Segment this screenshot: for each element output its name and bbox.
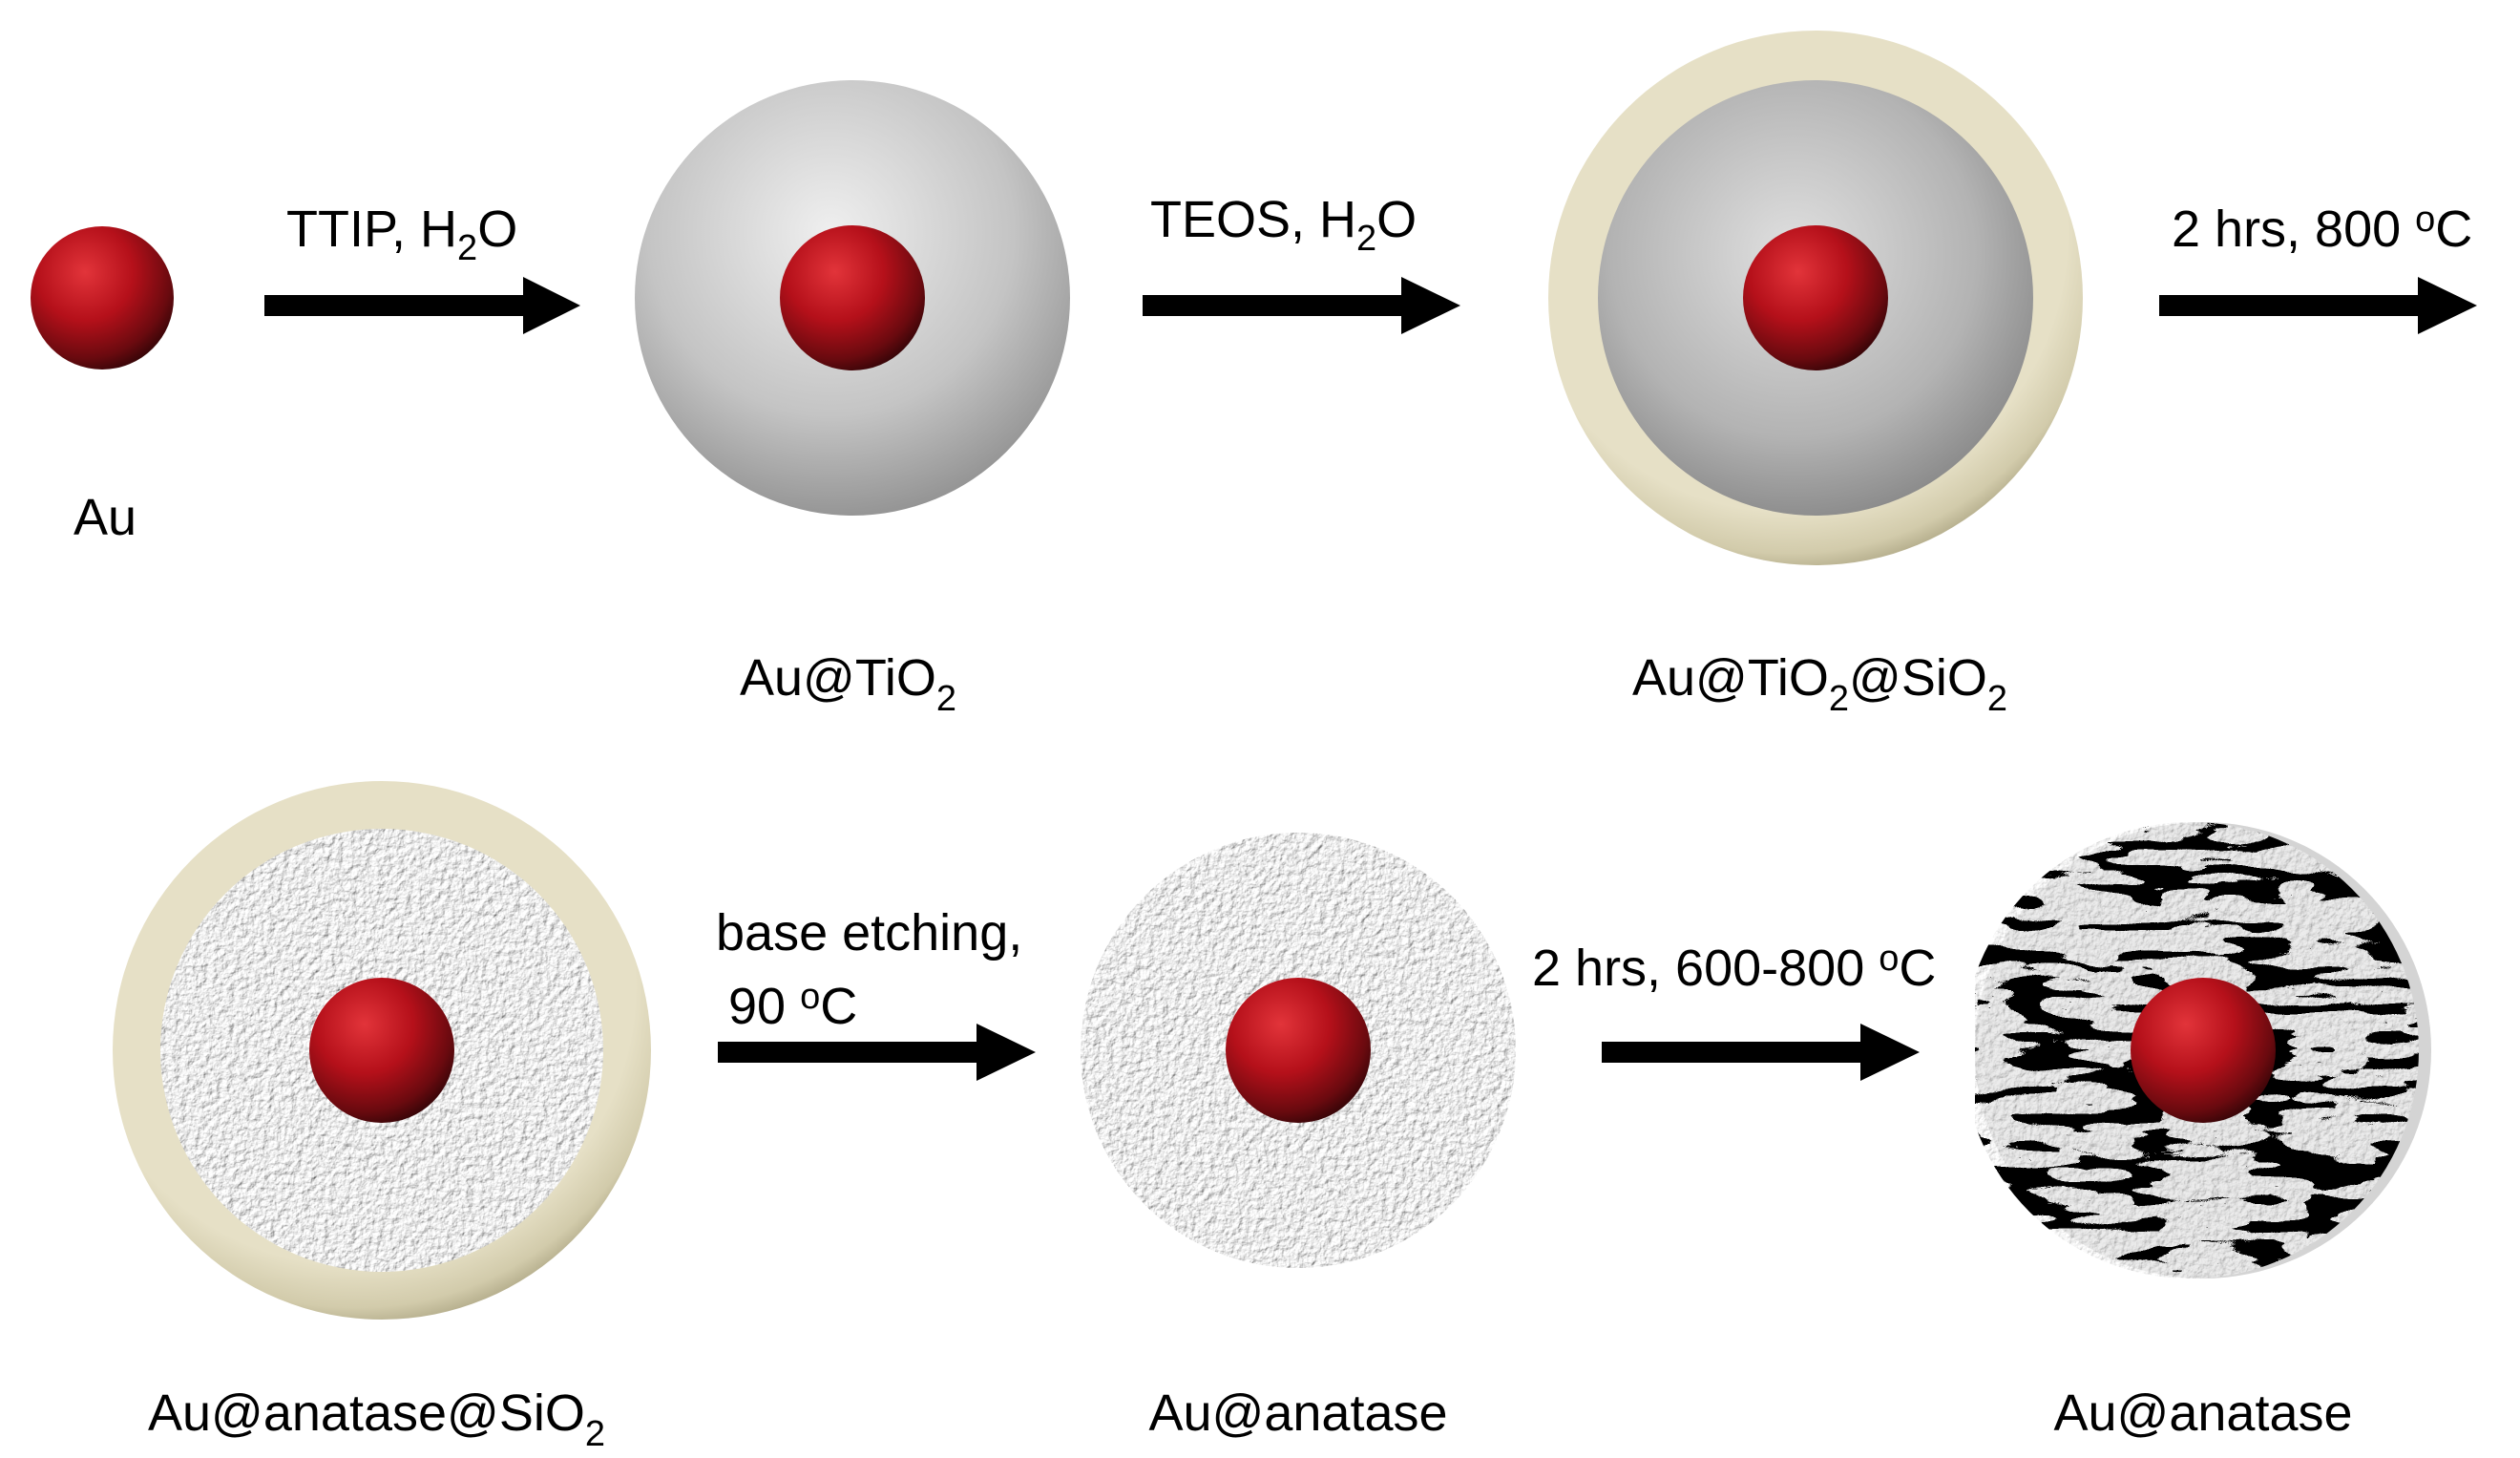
arrow-step-3 <box>2159 277 2477 334</box>
au-anatase-sio2-particle <box>113 781 651 1320</box>
gold-core <box>309 978 454 1123</box>
gold-core <box>31 226 174 370</box>
step-4-label-line1: base etching, <box>716 904 1022 961</box>
label-au-tio2-sio2: Au@TiO2@SiO2 <box>1632 649 2007 719</box>
gold-core <box>2131 978 2276 1123</box>
gold-core <box>780 225 925 370</box>
label-au-anatase-annealed: Au@anatase <box>2053 1384 2352 1442</box>
arrow-step-4 <box>718 1024 1036 1081</box>
arrow-step-1 <box>264 277 580 334</box>
label-au-anatase-etched: Au@anatase <box>1148 1384 1447 1442</box>
step-2-label: TEOS, H2O <box>1150 191 1417 259</box>
gold-core <box>1743 225 1888 370</box>
au-anatase-annealed-particle <box>1975 822 2431 1278</box>
step-1-label: TTIP, H2O <box>286 201 517 268</box>
label-au-anatase-sio2: Au@anatase@SiO2 <box>148 1384 605 1454</box>
step-5-label: 2 hrs, 600-800 oC <box>1532 939 1936 997</box>
au-tio2-sio2-particle <box>1548 31 2083 565</box>
label-au: Au <box>74 489 136 546</box>
arrow-step-5 <box>1602 1024 1920 1081</box>
step-3-label: 2 hrs, 800 oC <box>2172 200 2472 258</box>
au-anatase-etched-particle <box>1081 833 1516 1268</box>
step-4-label-line2: 90 oC <box>728 977 857 1035</box>
label-au-tio2: Au@TiO2 <box>740 649 956 719</box>
au-particle <box>31 226 174 370</box>
arrow-step-2 <box>1143 277 1460 334</box>
au-tio2-particle <box>635 80 1070 516</box>
gold-core <box>1226 978 1371 1123</box>
